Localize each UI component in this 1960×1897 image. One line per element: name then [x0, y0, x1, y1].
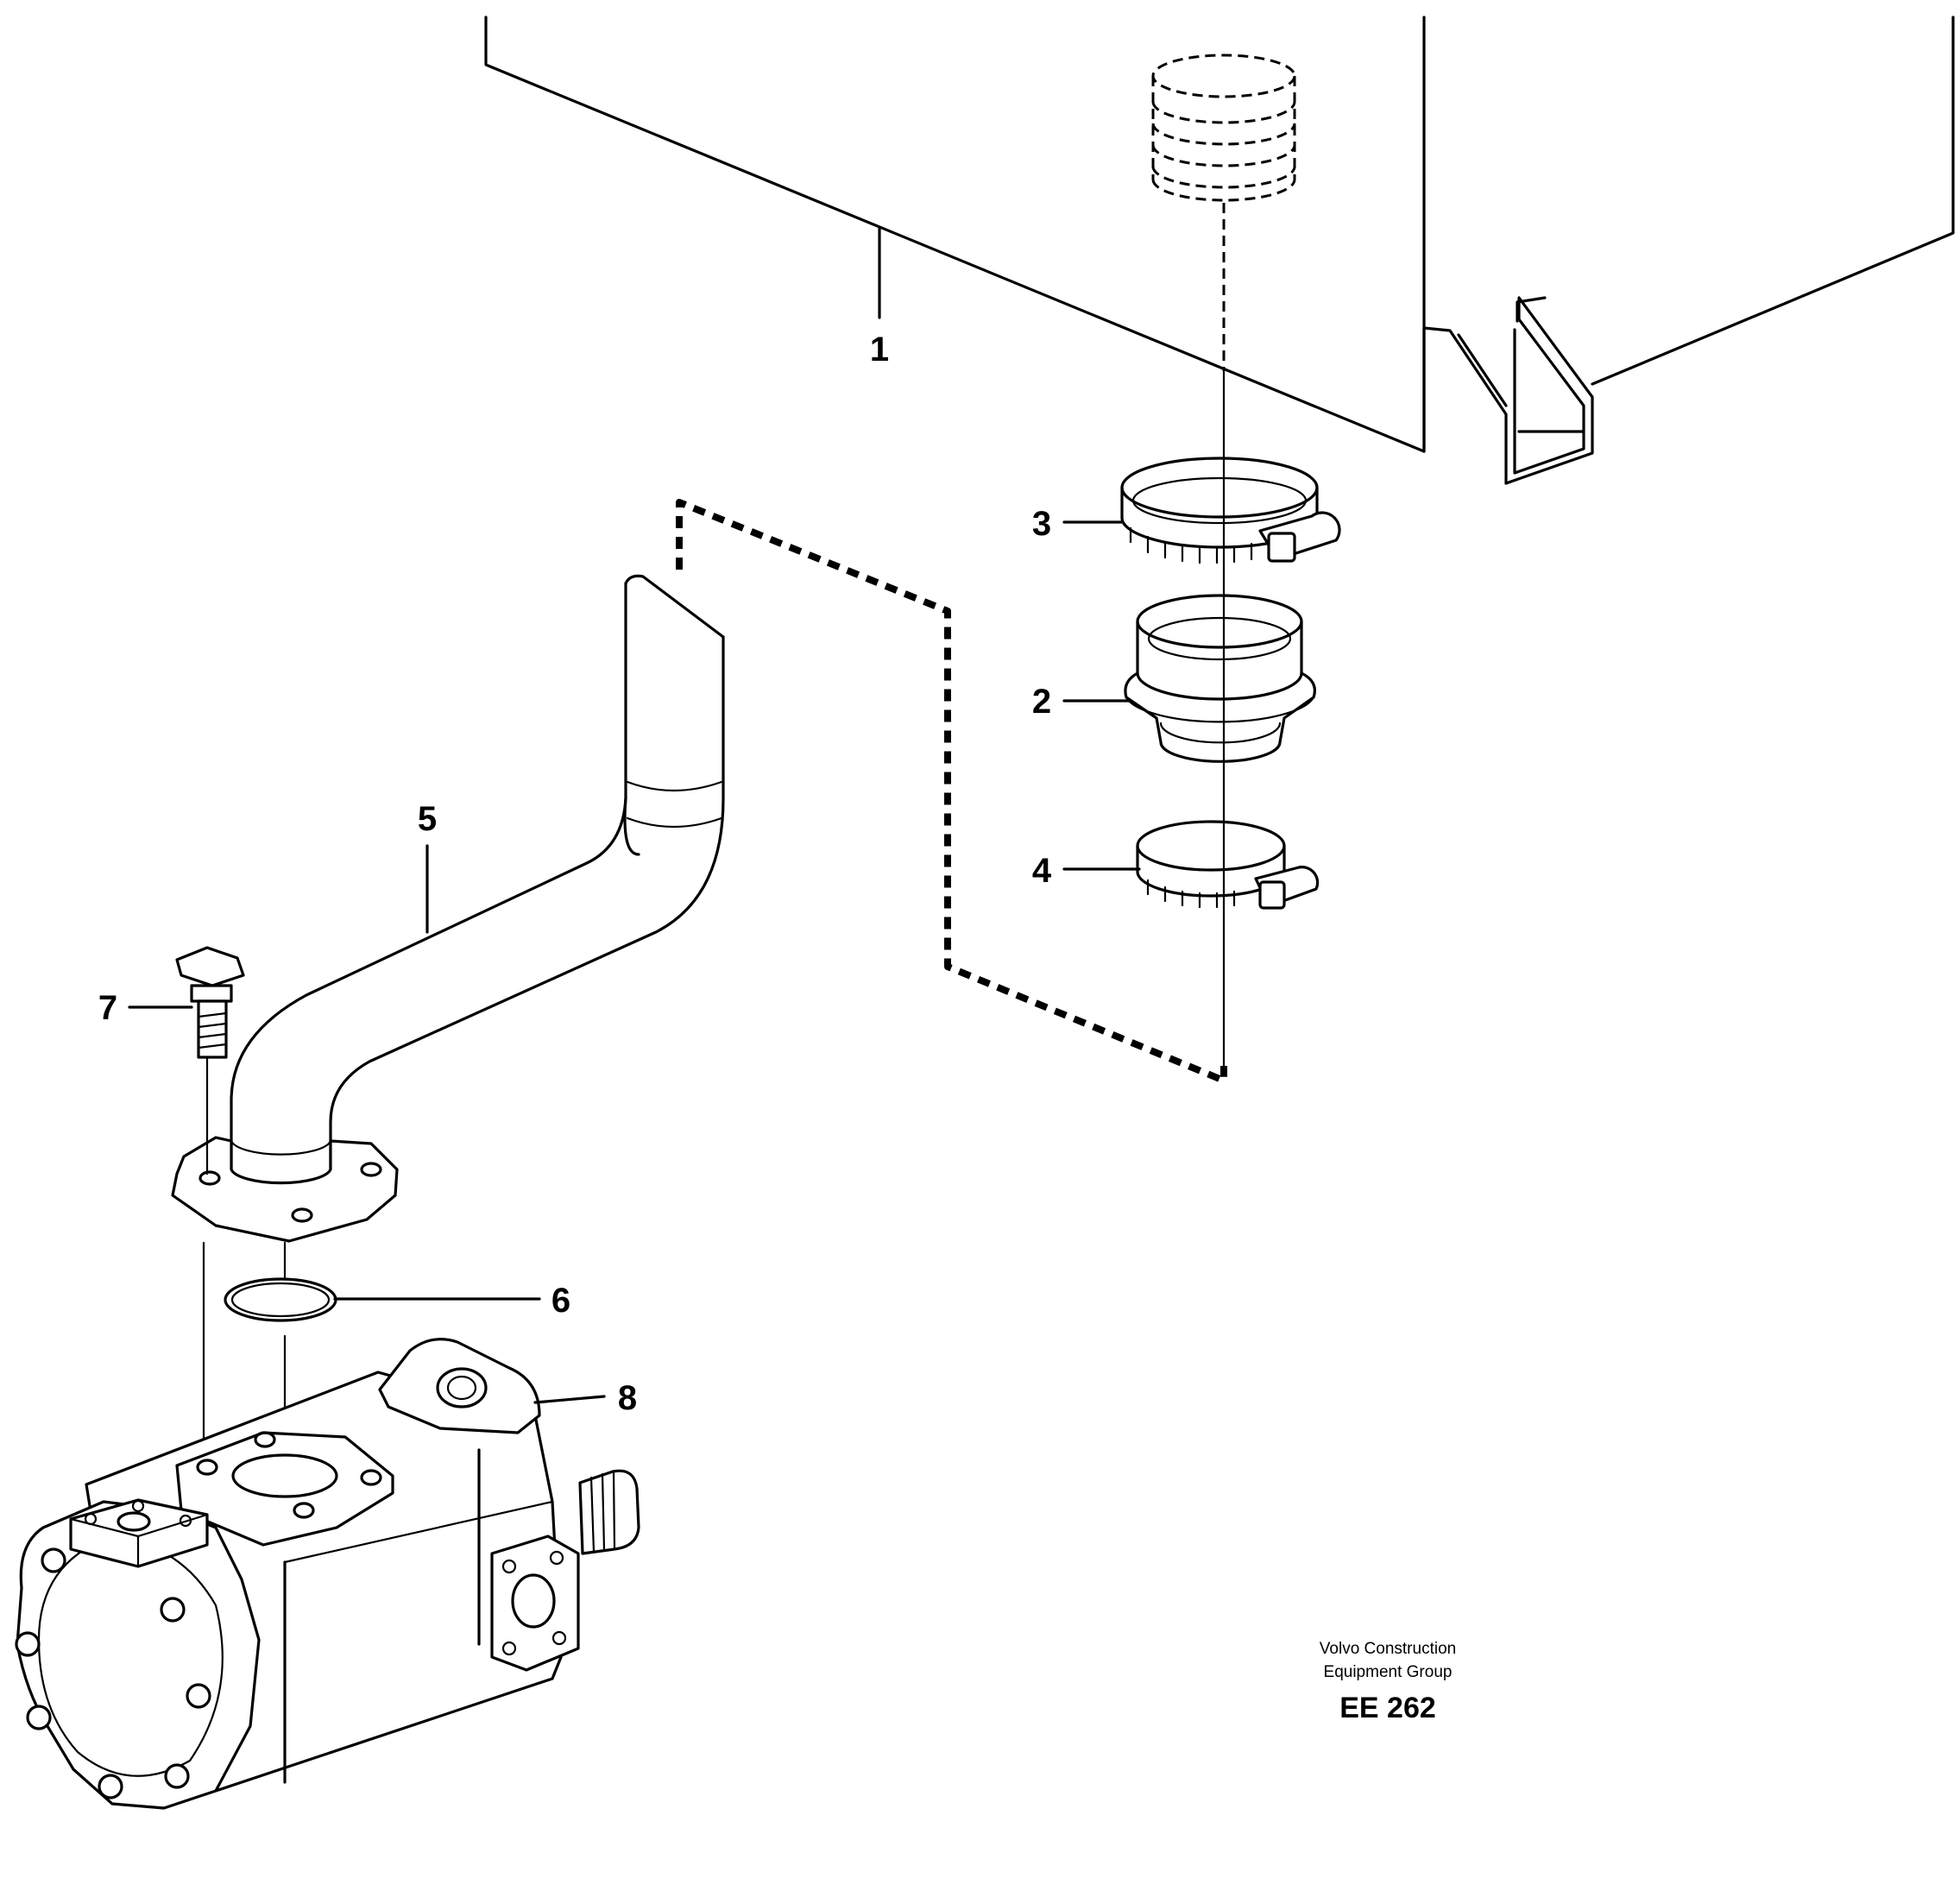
suction-pipe — [171, 574, 725, 1243]
drawing-code: EE 262 — [1339, 1692, 1436, 1724]
callout-7: 7 — [98, 989, 117, 1027]
brand-line-1: Volvo Construction — [1320, 1640, 1456, 1658]
hose-clamp-lower — [1136, 820, 1320, 910]
callout-1: 1 — [870, 331, 889, 369]
callout-2: 2 — [1032, 683, 1051, 721]
strainer-dashed — [1151, 54, 1296, 371]
callout-4: 4 — [1032, 852, 1052, 890]
callout-3: 3 — [1032, 505, 1051, 543]
callout-8: 8 — [618, 1379, 637, 1417]
hydraulic-tank — [484, 16, 1955, 485]
leader-lines — [128, 520, 1141, 1404]
flange-screw — [175, 946, 245, 1175]
hose-clamp-upper — [1120, 457, 1341, 564]
hydraulic-pump — [15, 1338, 640, 1810]
callout-5: 5 — [418, 800, 437, 838]
pipe-connection-indicator — [676, 499, 1227, 1084]
callout-6: 6 — [551, 1282, 570, 1320]
o-ring — [202, 1241, 337, 1460]
rubber-connection — [1124, 594, 1316, 763]
brand-line-2: Equipment Group — [1324, 1663, 1453, 1681]
